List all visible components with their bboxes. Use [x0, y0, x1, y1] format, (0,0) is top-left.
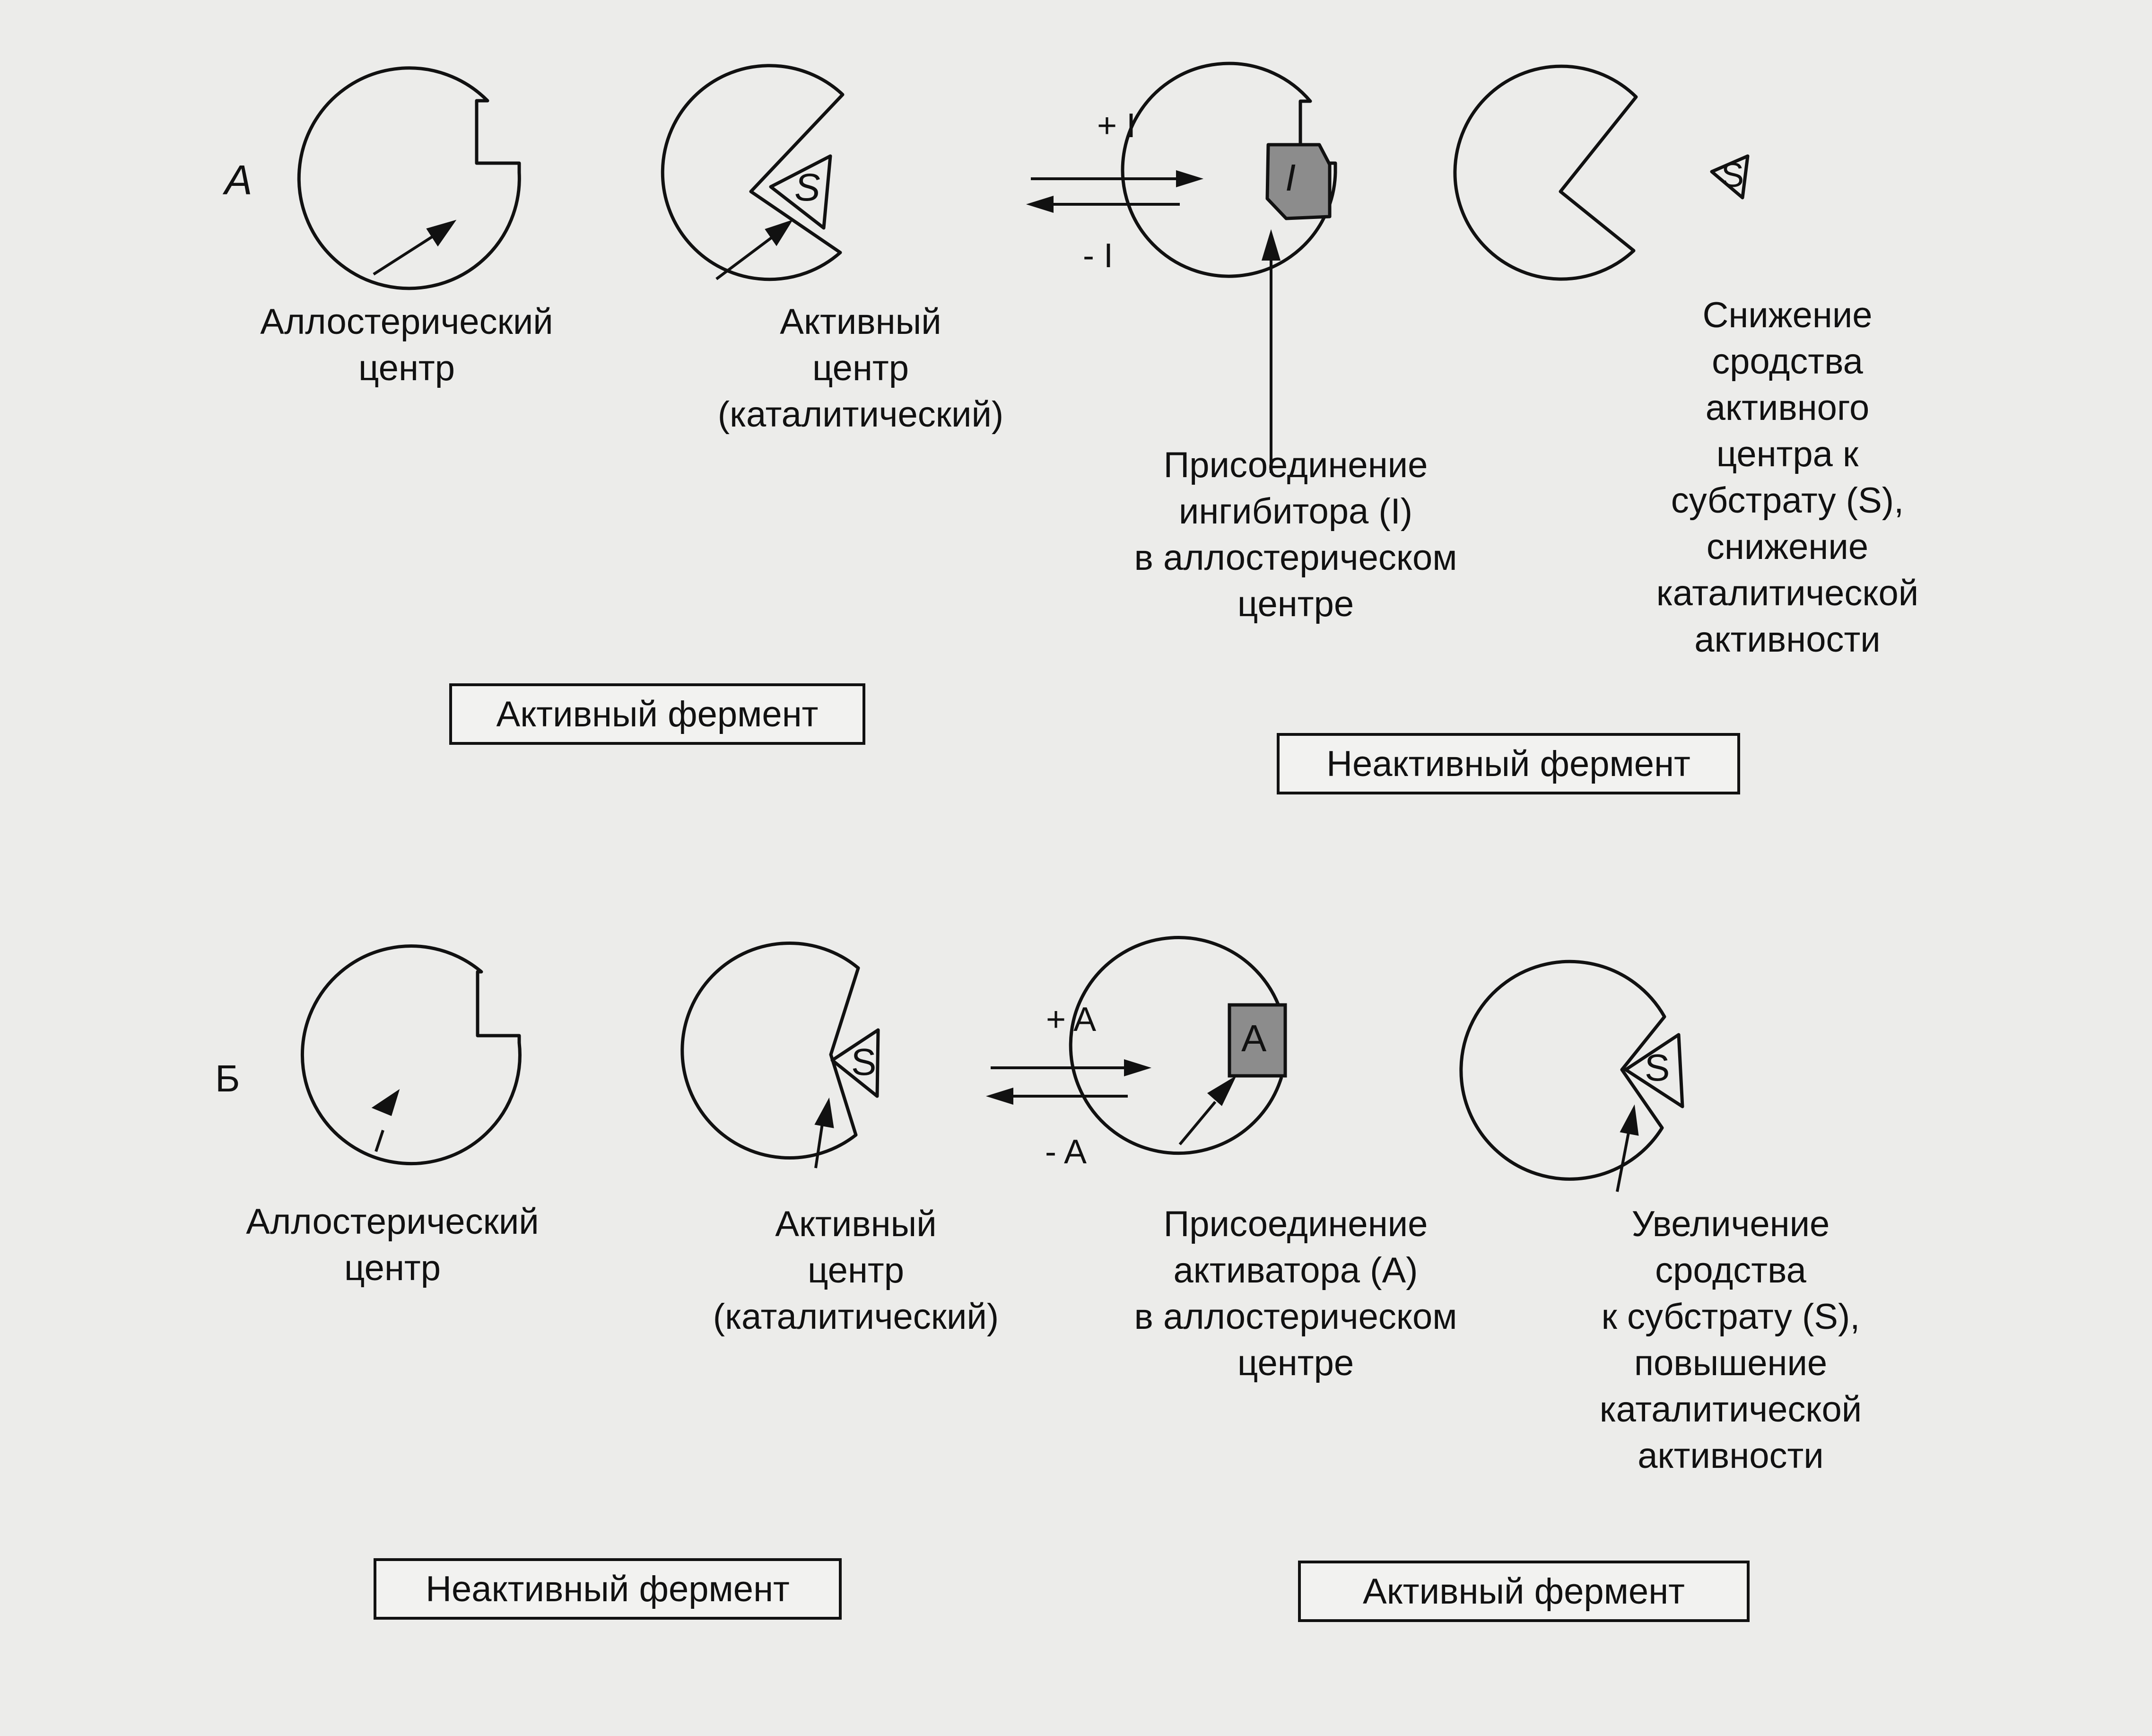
back-arrow-label-a: - I — [1083, 237, 1113, 275]
panel-b-letter: Б — [215, 1057, 240, 1099]
inhibitor-block — [1265, 143, 1332, 220]
inhibitor-label: I — [1285, 157, 1296, 199]
arrow-forward-a-head — [1176, 170, 1204, 188]
allosteric-subunit-b-right — [1069, 936, 1284, 1155]
catalytic-subunit-b-left — [680, 942, 860, 1160]
allosteric-subunit-a-right — [1121, 61, 1337, 278]
pointers-a-left — [373, 219, 793, 280]
substrate-b-right — [1624, 1033, 1684, 1108]
active-pointer-a-left-head — [765, 219, 793, 246]
enzyme-b-active — [1069, 936, 1684, 1181]
pointers-a-right — [1261, 229, 1281, 473]
activator-binding-label: Присоединение активатора (A) в аллостери… — [1134, 1204, 1457, 1383]
activator-pointer — [1178, 1101, 1217, 1145]
pointers-b-right — [1178, 1075, 1639, 1192]
state-box-a-left: Активный фермент — [449, 683, 865, 745]
state-box-a-right: Неактивный фермент — [1277, 733, 1740, 794]
inhibitor-pointer-head — [1261, 229, 1281, 261]
equilibrium-a — [1026, 170, 1204, 213]
substrate-b-left — [830, 1028, 880, 1098]
catalytic-subunit-a-left — [661, 64, 845, 281]
substrate-a-right — [1710, 154, 1750, 200]
active-center-label-a: Активный центр (каталитический) — [717, 302, 1004, 435]
forward-arrow-label-b: + A — [1046, 1001, 1097, 1038]
substrate-a-left — [769, 154, 832, 230]
catalytic-subunit-a-right — [1453, 64, 1638, 281]
pointers-b-left — [371, 1089, 834, 1169]
catalytic-subunit-b-right — [1459, 960, 1666, 1181]
allosteric-pointer-a-left-head — [426, 219, 457, 247]
back-arrow-label-b: - A — [1045, 1133, 1087, 1171]
active-pointer-a-left — [715, 235, 774, 280]
effect-pointer-b — [1616, 1130, 1630, 1192]
state-box-b-right: Активный фермент — [1298, 1561, 1750, 1622]
activator-label: A — [1241, 1017, 1267, 1059]
state-box-b-left: Неактивный фермент — [374, 1558, 842, 1620]
active-center-label-b: Активный центр (каталитический) — [713, 1204, 999, 1337]
allosteric-center-label-b: Аллостерический центр — [246, 1202, 539, 1288]
substrate-label-a-left: S — [794, 166, 820, 209]
arrow-back-b-head — [985, 1087, 1013, 1105]
affinity-increase-label: Увеличение сродства к субстрату (S), пов… — [1599, 1204, 1862, 1476]
active-pointer-b-left — [814, 1120, 824, 1169]
effect-pointer-b-head — [1620, 1104, 1639, 1136]
panel-a-letter: А — [225, 157, 253, 203]
allosteric-pointer-b-left-head — [371, 1089, 400, 1117]
activator-pointer-head — [1207, 1075, 1237, 1106]
enzyme-b-inactive — [300, 942, 880, 1166]
active-pointer-b-left-head — [814, 1097, 834, 1128]
substrate-label-a-right: S — [1721, 157, 1744, 194]
forward-arrow-label-a: + I — [1097, 107, 1136, 145]
allosteric-subunit-a-left — [297, 66, 521, 290]
inhibitor-binding-label: Присоединение ингибитора (I) в аллостери… — [1134, 445, 1457, 624]
enzyme-a-active — [297, 64, 845, 290]
enzyme-a-inactive — [1121, 61, 1750, 281]
affinity-decrease-label: Снижение сродства активного центра к суб… — [1656, 295, 1919, 660]
arrow-back-a-head — [1026, 195, 1054, 213]
substrate-label-b-left: S — [851, 1041, 877, 1083]
arrow-forward-b-head — [1124, 1059, 1152, 1077]
allosteric-pointer-a-left — [373, 235, 434, 276]
allosteric-pointer-b-left — [375, 1130, 384, 1152]
activator-block — [1228, 1003, 1287, 1078]
equilibrium-b — [985, 1059, 1152, 1105]
allosteric-center-label-a: Аллостерический центр — [260, 302, 553, 388]
substrate-label-b-right: S — [1645, 1047, 1670, 1089]
allosteric-subunit-b-left — [300, 944, 522, 1166]
